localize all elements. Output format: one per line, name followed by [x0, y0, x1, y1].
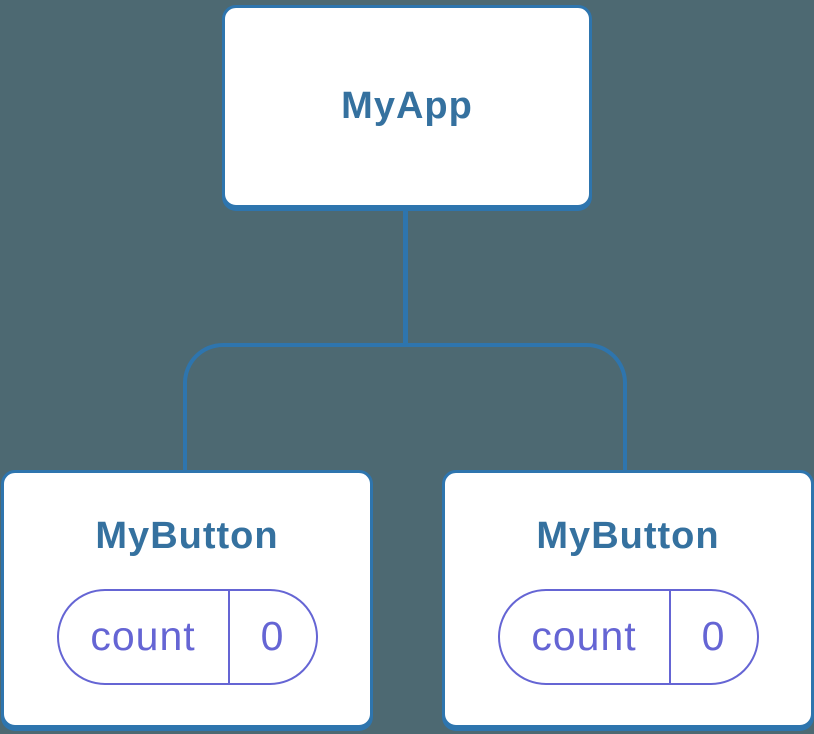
child-node-right: MyButton count 0 — [442, 470, 814, 728]
child-node-label: MyButton — [536, 515, 720, 557]
connector-bracket-line — [183, 343, 627, 470]
state-key-label: count — [531, 613, 637, 660]
root-node-label: MyApp — [341, 84, 473, 127]
state-value-cell: 0 — [671, 591, 757, 683]
child-node-label: MyButton — [95, 515, 279, 557]
root-node: MyApp — [222, 5, 592, 208]
state-value-label: 0 — [260, 613, 285, 660]
child-node-left: MyButton count 0 — [1, 470, 373, 728]
state-value-cell: 0 — [230, 591, 316, 683]
state-key-label: count — [90, 613, 196, 660]
connector-stem-line — [403, 210, 408, 345]
state-key-cell: count — [500, 590, 671, 683]
state-value-label: 0 — [701, 613, 726, 660]
state-pill: count 0 — [56, 588, 318, 685]
state-key-cell: count — [59, 590, 230, 683]
state-pill: count 0 — [497, 588, 759, 685]
